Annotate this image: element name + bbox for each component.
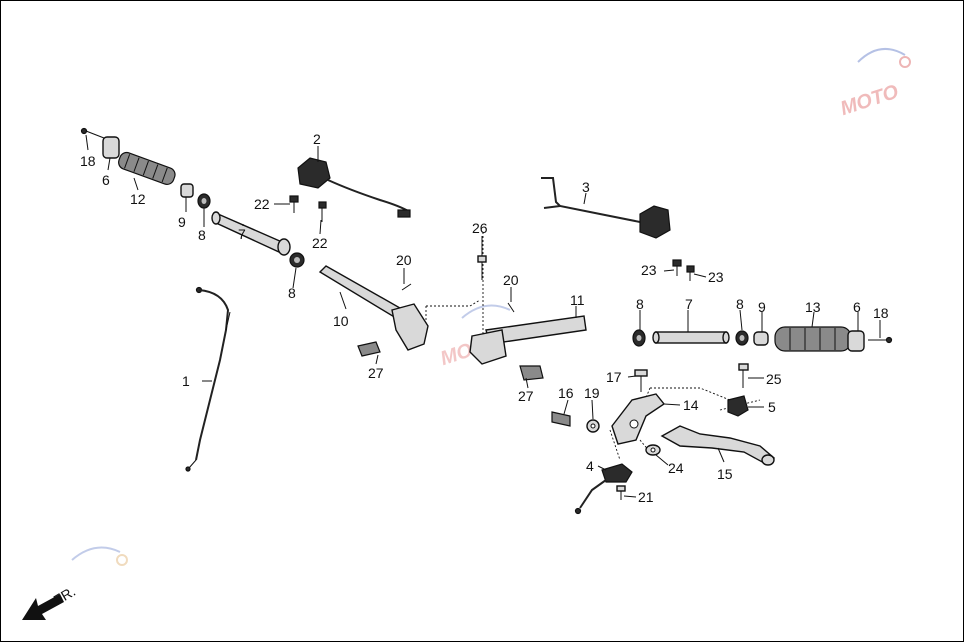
part-25-bolt xyxy=(738,363,749,388)
part-27-bolt-right xyxy=(519,365,544,381)
part-23-screw-a xyxy=(672,259,682,276)
part-7-throttle-tube xyxy=(211,211,291,256)
callout-9-right: 9 xyxy=(758,299,766,315)
callout-8-left-top: 8 xyxy=(198,227,206,243)
callout-1: 1 xyxy=(182,373,190,389)
part-5-lever-clamp xyxy=(727,395,749,417)
callout-2: 2 xyxy=(313,131,321,147)
part-1-throttle-cable xyxy=(185,286,231,472)
part-8-bushing-left-top xyxy=(197,193,211,209)
part-26-bolt xyxy=(477,255,487,280)
callout-9-left: 9 xyxy=(178,214,186,230)
callout-24: 24 xyxy=(668,460,684,476)
watermark-logo-bottom-left xyxy=(71,546,128,566)
watermark-text: MOTO xyxy=(838,81,902,120)
part-21-screw xyxy=(616,485,626,500)
part-9-collar-right xyxy=(753,331,769,346)
callout-20-left: 20 xyxy=(396,252,412,268)
part-13-grip-right xyxy=(774,326,852,352)
callout-8-left-bottom: 8 xyxy=(288,285,296,301)
callout-22-b: 22 xyxy=(312,235,328,251)
part-12-grip-left xyxy=(118,151,176,186)
front-direction-arrow: FR. xyxy=(22,583,78,620)
callout-7-left: 7 xyxy=(238,226,246,242)
callout-27-left: 27 xyxy=(368,365,384,381)
callout-19: 19 xyxy=(584,385,600,401)
callout-3: 3 xyxy=(582,179,590,195)
part-15-brake-lever xyxy=(660,425,776,466)
callout-6-left: 6 xyxy=(102,172,110,188)
part-3-right-switch-harness xyxy=(541,177,671,239)
callout-22-a: 22 xyxy=(254,196,270,212)
part-19-washer xyxy=(586,419,600,433)
callout-8-right-a: 8 xyxy=(636,296,644,312)
callout-4: 4 xyxy=(586,458,594,474)
callout-20-right: 20 xyxy=(503,272,519,288)
part-8-bushing-right-a xyxy=(632,329,646,347)
part-23-screw-b xyxy=(686,265,695,281)
callout-17: 17 xyxy=(606,369,622,385)
part-20-pin-right xyxy=(507,302,515,313)
part-17-pivot-bolt xyxy=(634,369,648,392)
callout-5: 5 xyxy=(768,399,776,415)
callout-26: 26 xyxy=(472,220,488,236)
callout-14: 14 xyxy=(683,397,699,413)
part-9-collar-left xyxy=(180,183,194,198)
callout-labels: 1 2 3 4 5 6 6 7 7 8 8 8 8 9 9 10 11 12 1… xyxy=(80,131,889,505)
leader-lines xyxy=(85,134,881,498)
callout-8-right-b: 8 xyxy=(736,296,744,312)
callout-25: 25 xyxy=(766,371,782,387)
part-18-bolt-left xyxy=(80,127,105,139)
watermark-logo-top-right: MOTO xyxy=(838,47,911,120)
callout-21: 21 xyxy=(638,489,654,505)
part-16-adjuster-sleeve xyxy=(551,411,571,427)
part-27-bolt-left xyxy=(357,341,381,357)
callout-23-b: 23 xyxy=(708,269,724,285)
callout-10: 10 xyxy=(333,313,349,329)
callout-6-right: 6 xyxy=(853,299,861,315)
part-7-tube-right xyxy=(652,331,730,344)
part-4-stop-switch xyxy=(574,463,633,515)
part-10-left-handlebar xyxy=(318,265,429,351)
part-18-bolt-right xyxy=(868,336,893,344)
part-8-bushing-left-bottom xyxy=(289,252,305,268)
part-6-bar-end-left xyxy=(102,136,120,159)
callout-23-a: 23 xyxy=(641,262,657,278)
part-8-bushing-right-b xyxy=(735,330,749,346)
callout-11: 11 xyxy=(570,292,585,308)
part-24-washer xyxy=(645,444,661,456)
callout-13: 13 xyxy=(805,299,821,315)
callout-18-left: 18 xyxy=(80,153,96,169)
part-11-right-handlebar xyxy=(469,315,587,365)
part-6-bar-end-right xyxy=(847,330,865,352)
callout-27-right: 27 xyxy=(518,388,534,404)
callout-7-right: 7 xyxy=(685,296,693,312)
part-14-lever-bracket xyxy=(611,393,666,445)
callout-15: 15 xyxy=(717,466,733,482)
part-2-left-switch-housing xyxy=(297,157,411,218)
part-22-screw-b xyxy=(318,201,327,222)
callout-16: 16 xyxy=(558,385,574,401)
part-20-pin-left xyxy=(401,283,412,291)
callout-12: 12 xyxy=(130,191,146,207)
callout-18-right: 18 xyxy=(873,305,889,321)
part-22-screw-a xyxy=(289,195,299,213)
